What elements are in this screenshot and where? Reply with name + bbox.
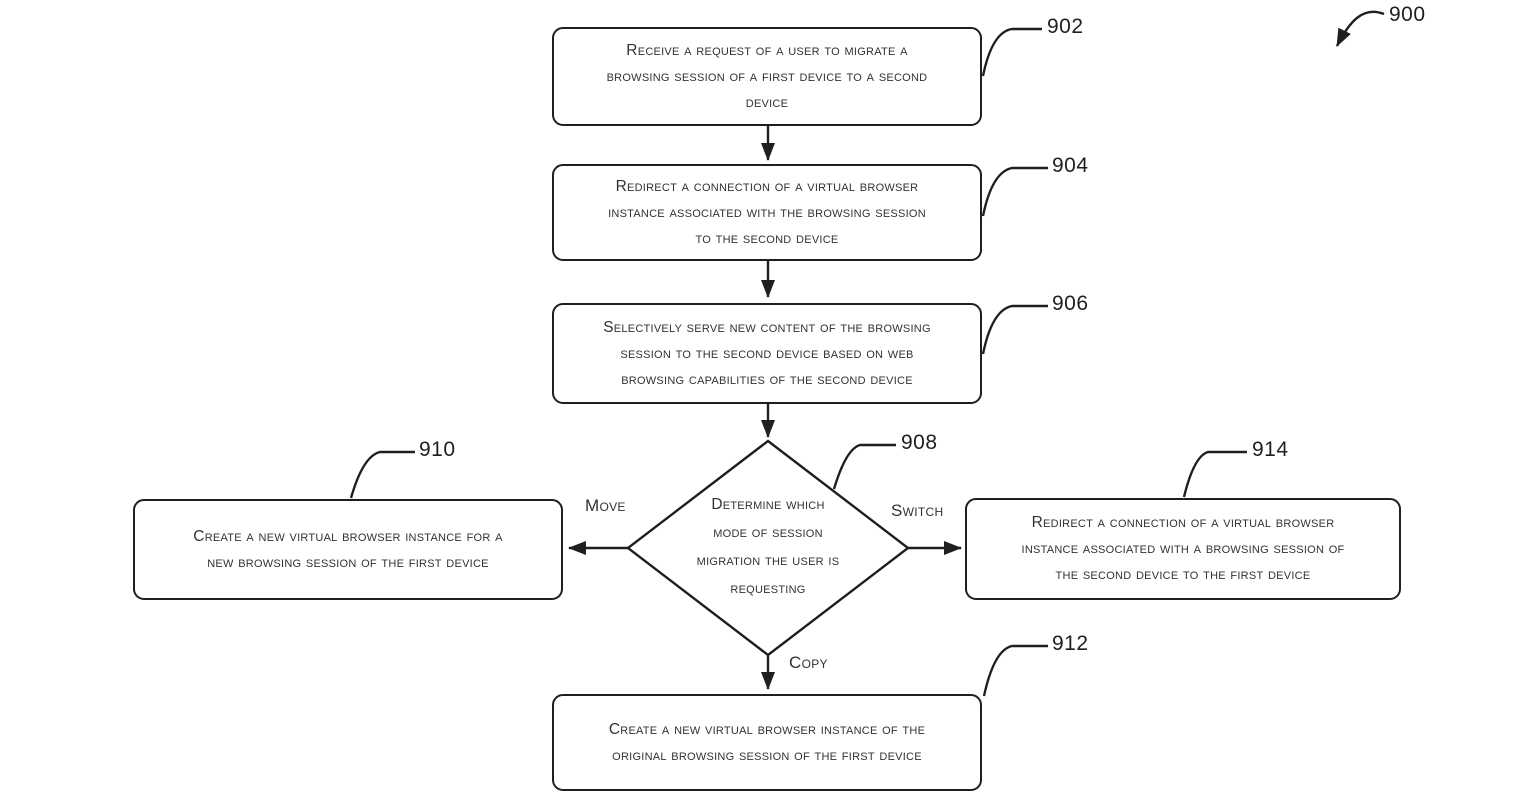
ref-label-912: 912 <box>1052 632 1089 655</box>
ref-label-908: 908 <box>901 431 938 454</box>
leader-line-908 <box>832 443 896 490</box>
leader-line-912 <box>982 644 1048 697</box>
decision-diamond-908-text: Determine which mode of session migratio… <box>696 496 840 597</box>
flow-box-904: Redirect a connection of a virtual brows… <box>552 164 982 261</box>
branch-label-move: Move <box>585 496 626 515</box>
ref-label-904: 904 <box>1052 154 1089 177</box>
ref-label-914: 914 <box>1252 438 1289 461</box>
flow-box-912-text: Create a new virtual browser instance of… <box>608 720 926 764</box>
ref-label-910: 910 <box>419 438 456 461</box>
flow-box-906: Selectively serve new content of the bro… <box>552 303 982 404</box>
branch-label-copy: Copy <box>789 653 828 672</box>
flow-box-906-text: Selectively serve new content of the bro… <box>603 318 931 388</box>
figure-ref-arrow <box>1335 10 1385 47</box>
flow-box-902: Receive a request of a user to migrate a… <box>552 27 982 126</box>
flow-box-902-text: Receive a request of a user to migrate a… <box>606 41 928 111</box>
flow-box-910: Create a new virtual browser instance fo… <box>133 499 563 600</box>
leader-line-910 <box>349 450 415 499</box>
branch-label-switch: Switch <box>891 501 944 520</box>
leader-line-904 <box>981 166 1048 217</box>
flow-box-904-text: Redirect a connection of a virtual brows… <box>608 177 926 247</box>
flow-box-910-text: Create a new virtual browser instance fo… <box>193 527 503 571</box>
flow-box-914-text: Redirect a connection of a virtual brows… <box>1021 514 1345 583</box>
ref-label-906: 906 <box>1052 292 1089 315</box>
ref-label-902: 902 <box>1047 15 1084 38</box>
leader-line-906 <box>981 304 1048 355</box>
leader-line-914 <box>1182 450 1247 498</box>
flow-box-914: Redirect a connection of a virtual brows… <box>965 498 1401 600</box>
flow-box-912: Create a new virtual browser instance of… <box>552 694 982 791</box>
leader-line-902 <box>981 27 1042 77</box>
figure-ref-label: 900 <box>1389 3 1426 26</box>
